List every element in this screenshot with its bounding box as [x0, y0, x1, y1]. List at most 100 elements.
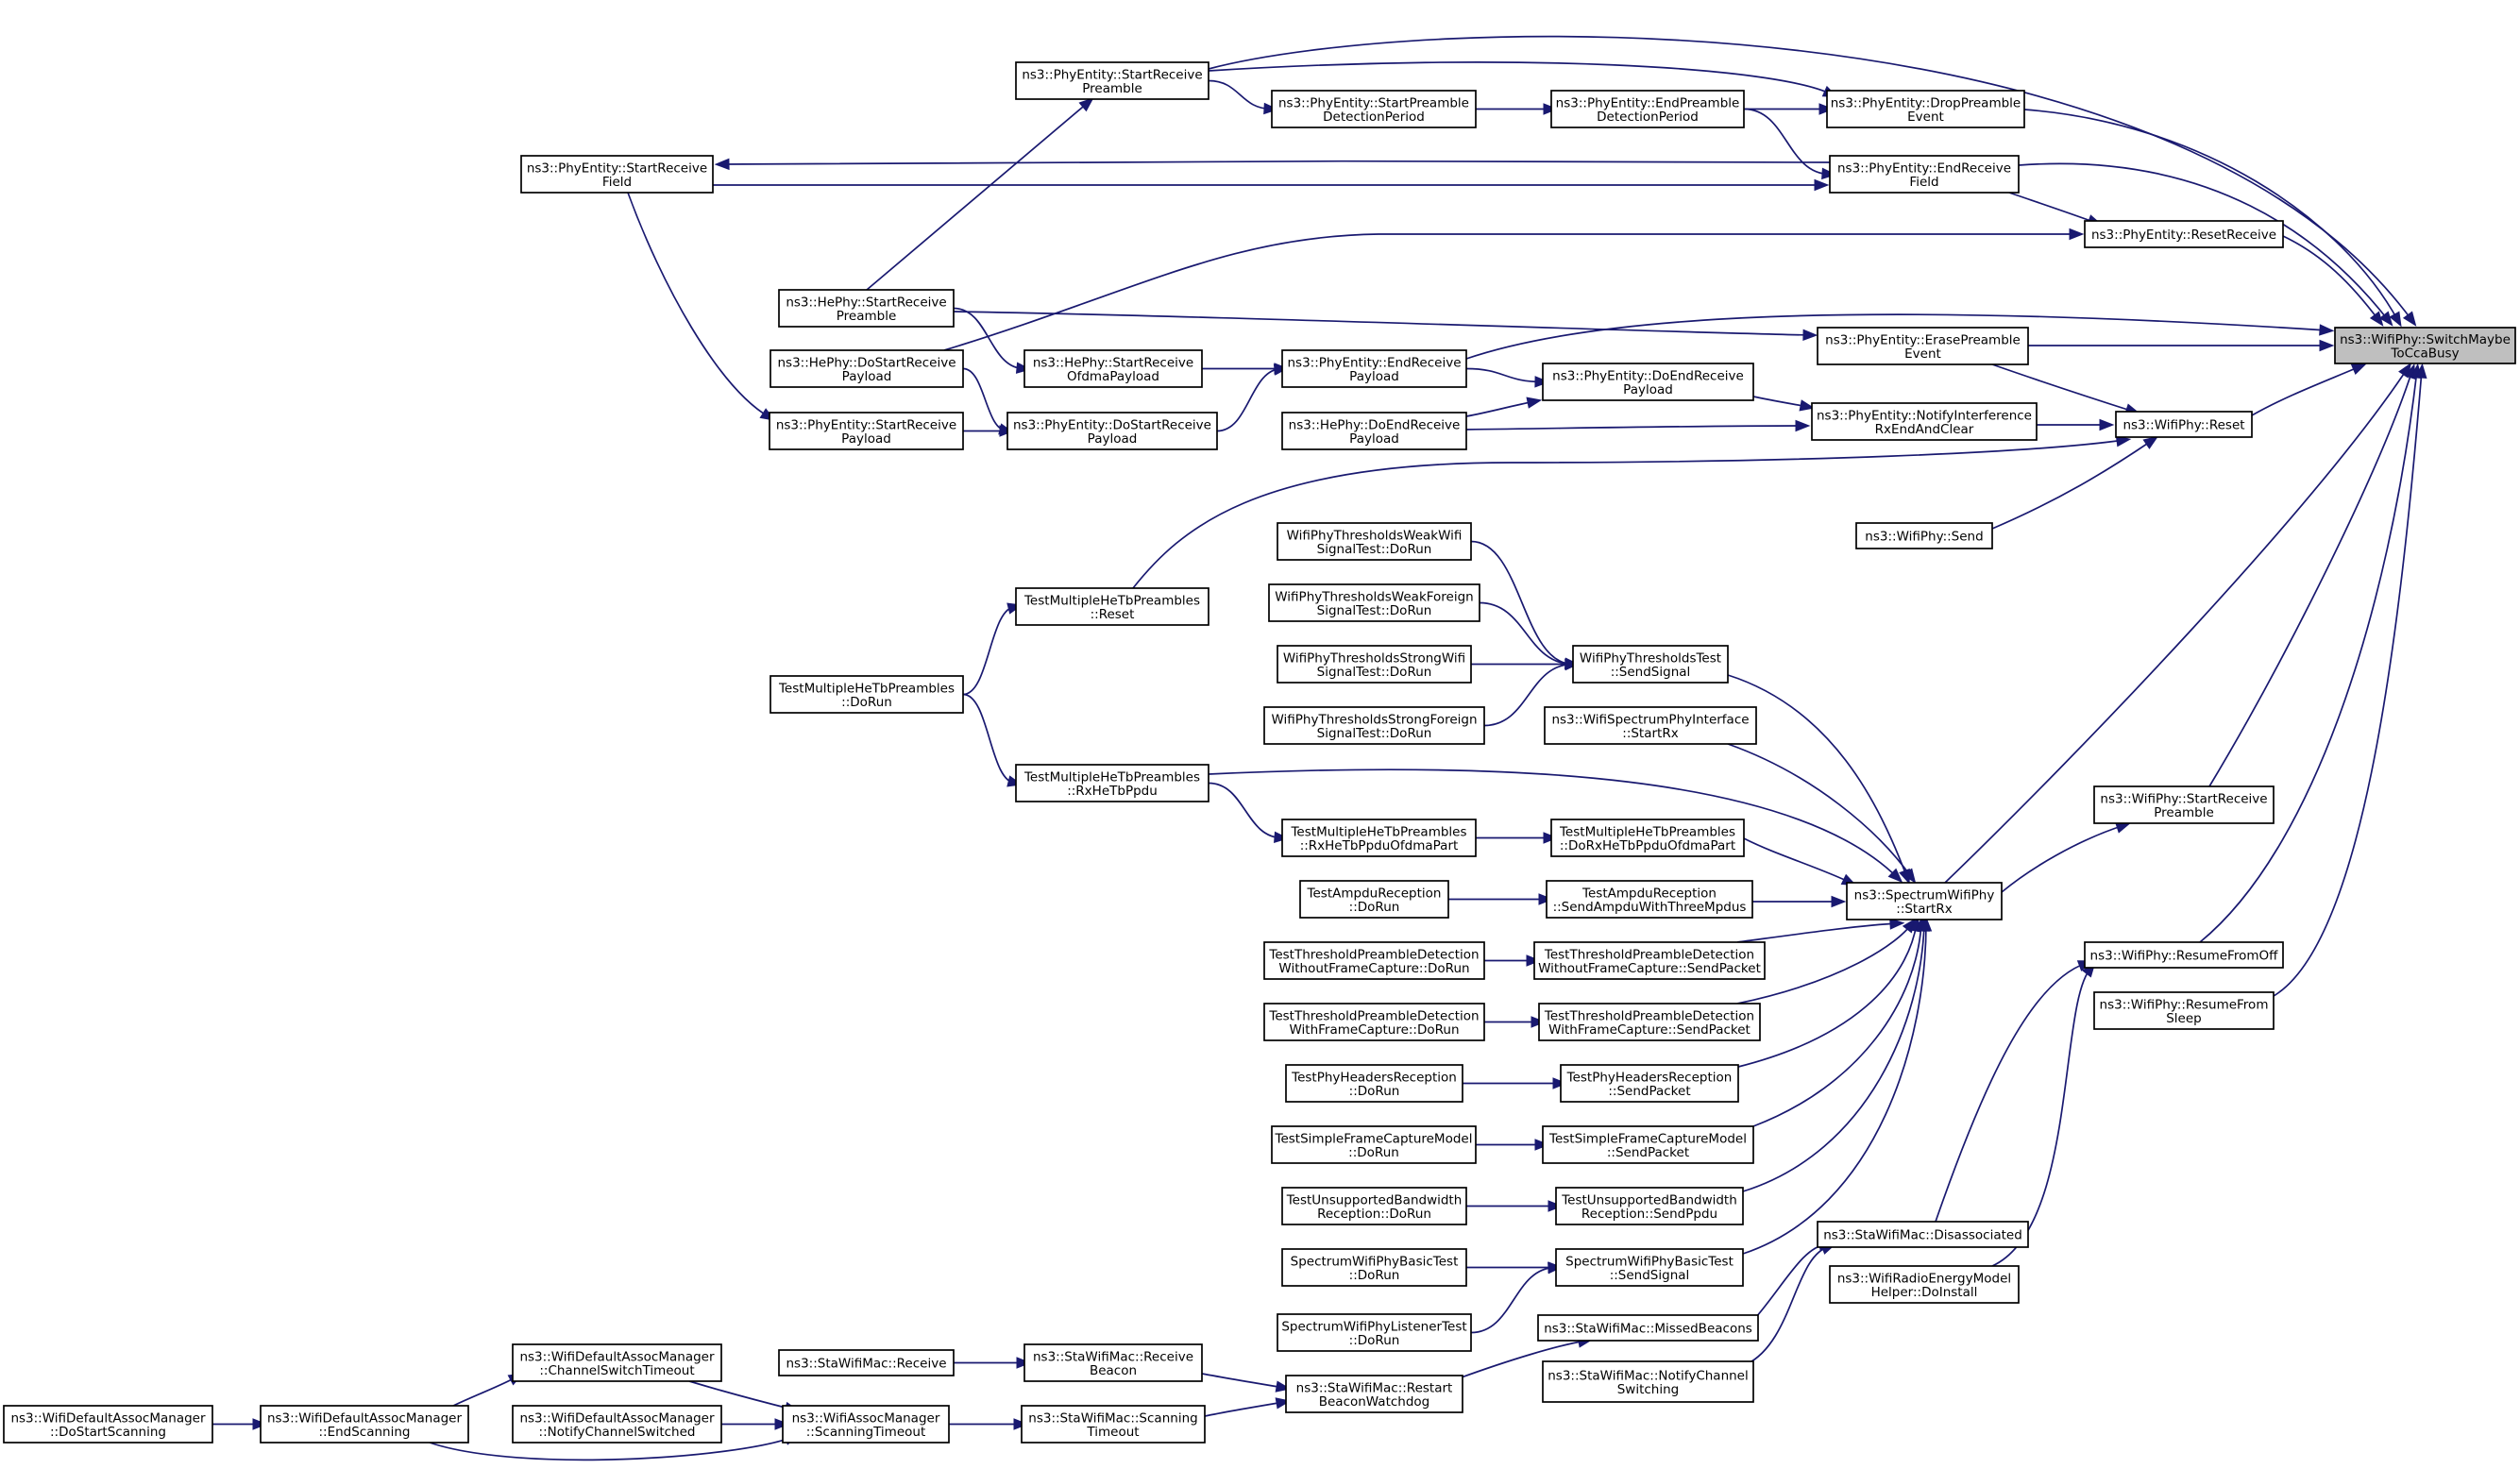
function-node[interactable]: TestMultipleHeTbPreambles::DoRxHeTbPpduO… — [1550, 819, 1745, 857]
node-box — [770, 349, 964, 388]
function-node[interactable]: SpectrumWifiPhyBasicTest::SendSignal — [1555, 1248, 1744, 1287]
function-node[interactable]: TestMultipleHeTbPreambles::RxHeTbPpdu — [1015, 764, 1209, 802]
function-node[interactable]: TestThresholdPreambleDetectionWithFrameC… — [1538, 1003, 1761, 1041]
function-node[interactable]: SpectrumWifiPhyBasicTest::DoRun — [1281, 1248, 1467, 1287]
node-label: ns3::WifiPhy::ResumeFrom — [2100, 997, 2269, 1012]
function-node[interactable]: ns3::PhyEntity::StartPreambleDetectionPe… — [1271, 90, 1477, 128]
node-label: ::DoRun — [841, 695, 892, 710]
function-node[interactable]: ns3::StaWifiMac::MissedBeacons — [1537, 1314, 1759, 1342]
function-node[interactable]: ns3::StaWifiMac::Receive — [778, 1349, 955, 1376]
node-label: Payload — [1623, 382, 1673, 397]
node-label: ::DoRun — [1349, 1268, 1400, 1283]
function-node[interactable]: WifiPhyThresholdsStrongWifiSignalTest::D… — [1277, 645, 1472, 684]
function-node[interactable]: ns3::WifiPhy::ResumeFromOff — [2084, 941, 2284, 969]
node-label: TestUnsupportedBandwidth — [1286, 1192, 1463, 1207]
node-label: Preamble — [2154, 805, 2214, 820]
function-node[interactable]: ns3::WifiSpectrumPhyInterface::StartRx — [1544, 706, 1757, 745]
function-node[interactable]: TestMultipleHeTbPreambles::DoRun — [770, 675, 964, 714]
node-box — [1006, 412, 1218, 450]
call-edge — [1465, 425, 1804, 431]
function-node[interactable]: ns3::WifiDefaultAssocManager::ChannelSwi… — [512, 1343, 722, 1382]
node-label: TestMultipleHeTbPreambles — [1023, 593, 1200, 608]
call-edge — [1737, 922, 1918, 1068]
function-node[interactable]: ns3::WifiPhy::Send — [1855, 522, 1993, 549]
function-node[interactable]: WifiPhyThresholdsWeakForeignSignalTest::… — [1268, 583, 1480, 622]
node-label: BeaconWatchdog — [1319, 1394, 1430, 1410]
node-box — [1542, 1125, 1754, 1164]
node-label: TestPhyHeadersReception — [1291, 1070, 1457, 1085]
function-node[interactable]: WifiPhyThresholdsStrongForeignSignalTest… — [1263, 706, 1485, 745]
node-label: Reception::SendPpdu — [1581, 1207, 1717, 1222]
function-node[interactable]: TestPhyHeadersReception::SendPacket — [1560, 1064, 1739, 1103]
call-edge — [1208, 768, 1899, 879]
function-node[interactable]: ns3::WifiPhy::Reset — [2115, 411, 2253, 438]
function-node[interactable]: ns3::SpectrumWifiPhy::StartRx — [1846, 882, 2003, 920]
function-node[interactable]: ns3::PhyEntity::EndPreambleDetectionPeri… — [1550, 90, 1745, 128]
function-node[interactable]: ns3::StaWifiMac::Disassociated — [1817, 1221, 2029, 1248]
function-node[interactable]: TestThresholdPreambleDetectionWithoutFra… — [1263, 941, 1485, 980]
function-node[interactable]: ns3::WifiAssocManager::ScanningTimeout — [782, 1405, 950, 1444]
call-edge — [2251, 365, 2361, 416]
function-node[interactable]: TestMultipleHeTbPreambles::Reset — [1015, 587, 1209, 626]
function-node[interactable]: SpectrumWifiPhyListenerTest::DoRun — [1277, 1313, 1472, 1352]
node-label: RxEndAndClear — [1875, 422, 1974, 437]
node-label: ::ScanningTimeout — [806, 1425, 926, 1440]
node-label: ns3::WifiPhy::Reset — [2123, 418, 2244, 433]
node-box — [1817, 1221, 2029, 1248]
call-edge — [429, 1436, 794, 1461]
function-node[interactable]: ns3::WifiDefaultAssocManager::EndScannin… — [260, 1405, 469, 1444]
function-node[interactable]: ns3::WifiDefaultAssocManager::DoStartSca… — [3, 1405, 213, 1444]
function-node[interactable]: TestMultipleHeTbPreambles::RxHeTbPpduOfd… — [1281, 819, 1477, 857]
node-label: TestThresholdPreambleDetection — [1544, 947, 1754, 962]
arrowhead-icon — [1795, 419, 1811, 432]
function-node[interactable]: TestAmpduReception::DoRun — [1299, 880, 1449, 919]
function-node[interactable]: TestThresholdPreambleDetectionWithFrameC… — [1263, 1003, 1485, 1041]
node-label: ns3::PhyEntity::StartPreamble — [1278, 95, 1469, 110]
call-edge — [866, 101, 1090, 291]
function-node[interactable]: TestAmpduReception::SendAmpduWithThreeMp… — [1546, 880, 1753, 919]
node-label: ::StartRx — [1896, 902, 1952, 917]
node-label: Event — [1904, 346, 1941, 362]
node-box — [1299, 880, 1449, 919]
node-box — [770, 675, 964, 714]
function-node[interactable]: WifiPhyThresholdsWeakWifiSignalTest::DoR… — [1277, 522, 1472, 561]
function-node[interactable]: ns3::PhyEntity::ResetReceive — [2084, 220, 2284, 248]
node-label: ns3::PhyEntity::EndReceive — [1288, 355, 1462, 370]
node-label: SignalTest::DoRun — [1317, 542, 1432, 557]
function-node[interactable]: TestThresholdPreambleDetectionWithoutFra… — [1533, 941, 1766, 980]
function-node[interactable]: ns3::WifiDefaultAssocManager::NotifyChan… — [512, 1405, 722, 1444]
node-label: ns3::HePhy::DoEndReceive — [1289, 417, 1461, 432]
function-node[interactable]: ns3::WifiRadioEnergyModelHelper::DoInsta… — [1829, 1265, 2020, 1304]
function-node[interactable]: TestSimpleFrameCaptureModel::DoRun — [1271, 1125, 1477, 1164]
node-label: ns3::WifiPhy::ResumeFromOff — [2090, 949, 2279, 964]
function-node[interactable]: TestSimpleFrameCaptureModel::SendPacket — [1542, 1125, 1754, 1164]
function-node[interactable]: ns3::PhyEntity::NotifyInterferenceRxEndA… — [1811, 402, 2038, 441]
arrowhead-icon — [1534, 1139, 1550, 1151]
function-node[interactable]: ns3::StaWifiMac::ScanningTimeout — [1021, 1405, 1206, 1444]
node-label: Timeout — [1086, 1425, 1139, 1440]
function-node[interactable]: WifiPhyThresholdsTest::SendSignal — [1572, 645, 1729, 684]
function-node[interactable]: TestPhyHeadersReception::DoRun — [1285, 1064, 1463, 1103]
function-node[interactable]: TestUnsupportedBandwidthReception::SendP… — [1555, 1187, 1744, 1225]
node-label: ns3::HePhy::StartReceive — [1033, 355, 1193, 370]
